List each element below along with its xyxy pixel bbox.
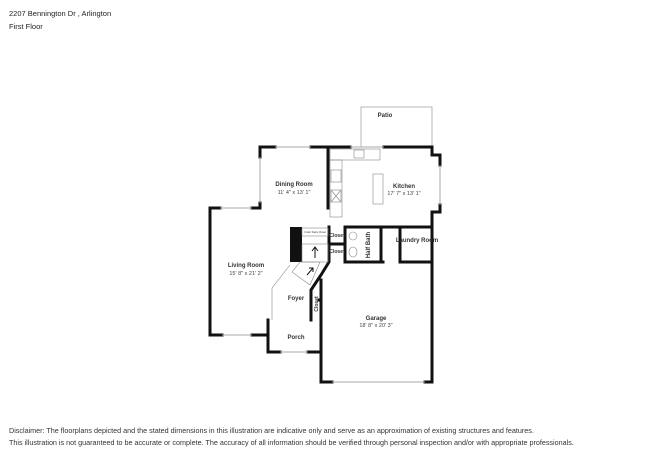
disclaimer-line-2: This illustration is not guaranteed to b… <box>9 438 574 447</box>
foyer-outline <box>271 264 291 320</box>
room-label-foyer: Foyer <box>288 296 305 302</box>
room-dims-living: 15' 8" x 21' 2" <box>229 271 262 277</box>
kitchen-fixtures <box>329 148 384 218</box>
stairs-wall <box>290 227 302 262</box>
patio-outline <box>360 106 433 148</box>
room-dims-kitchen: 17' 7" x 13' 1" <box>387 191 420 197</box>
interior-walls <box>309 225 434 322</box>
disclaimer-line-1: Disclaimer: The floorplans depicted and … <box>9 426 534 435</box>
sink-icon <box>348 231 358 241</box>
stairs-lower <box>291 261 321 286</box>
room-label-closet-1: Closet <box>329 233 345 239</box>
room-label-closet-3: Closet <box>314 296 320 312</box>
room-label-living: Living Room <box>228 263 264 269</box>
room-label-patio: Patio <box>378 113 393 119</box>
room-label-garage: Garage <box>366 316 387 322</box>
windows <box>220 146 441 383</box>
room-label-closet-2: Closet <box>329 249 345 255</box>
room-dims-garage: 18' 8" x 20' 3" <box>359 323 392 329</box>
room-label-laundry: Laundry Room <box>396 238 438 244</box>
room-label-under-stairs: Under Stairs Closet <box>304 231 326 234</box>
property-address: 2207 Bennington Dr , Arlington <box>9 9 112 18</box>
toilet-icon <box>348 246 358 258</box>
room-label-halfbath: Half Bath <box>366 232 372 259</box>
under-stairs-closet <box>301 227 329 237</box>
room-label-kitchen: Kitchen <box>393 184 415 190</box>
room-label-dining: Dining Room <box>275 182 312 188</box>
room-dims-dining: 11' 4" x 13' 1" <box>278 190 311 196</box>
exterior-walls <box>208 145 442 384</box>
stairs-up-arrow-icon <box>311 246 319 258</box>
room-label-porch: Porch <box>287 335 304 341</box>
stairs-diagonal-arrow-icon <box>306 267 314 276</box>
floor-label: First Floor <box>9 22 43 31</box>
